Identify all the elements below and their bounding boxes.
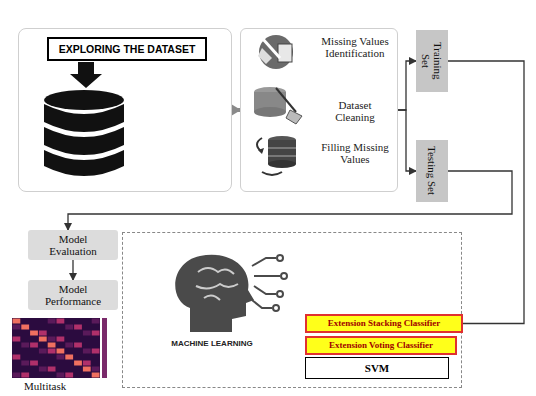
process-label: Model Evaluation [38,233,108,257]
dataset-cleaning-icon [254,87,302,124]
brain-head-icon [175,255,287,332]
classifier-label: Extension Voting Classifier [329,340,433,351]
preprocessing-panel: Missing Values IdentificationDataset Cle… [240,28,398,192]
classifier-box: SVM [305,357,449,379]
step-label: Missing Values Identification [319,35,391,59]
step-label: Filling Missing Values [319,141,391,165]
download-arrow-icon [70,62,102,88]
connector [232,108,240,112]
connector [448,61,524,324]
classifier-label: SVM [365,362,389,374]
connector [398,110,416,171]
split-box: Training Set [416,30,448,92]
process-box: Model Evaluation [28,230,118,260]
connector [72,260,73,280]
process-box: Model Performance [28,280,118,310]
dataset-panel: EXPLORING THE DATASET [18,28,232,192]
connector [398,61,416,110]
panel-heading: EXPLORING THE DATASET [47,37,207,61]
figure-label: Multitask [24,380,66,392]
panel-heading: MACHINE LEARNING [167,339,257,349]
ml-panel: MACHINE LEARNING Extension Stacking Class… [122,232,462,388]
step-label: Dataset Cleaning [319,99,391,123]
split-label: Training Set [420,36,444,86]
split-box: Testing Set [416,140,448,202]
missing-values-icon [258,35,293,69]
process-label: Model Performance [33,283,113,307]
confusion-heatmap [12,318,107,378]
classifier-box: Extension Stacking Classifier [305,314,463,333]
filling-values-icon [257,136,296,175]
split-label: Testing Set [426,146,438,196]
classifier-label: Extension Stacking Classifier [328,318,441,329]
database-icon [44,90,124,176]
classifier-box: Extension Voting Classifier [305,336,457,355]
